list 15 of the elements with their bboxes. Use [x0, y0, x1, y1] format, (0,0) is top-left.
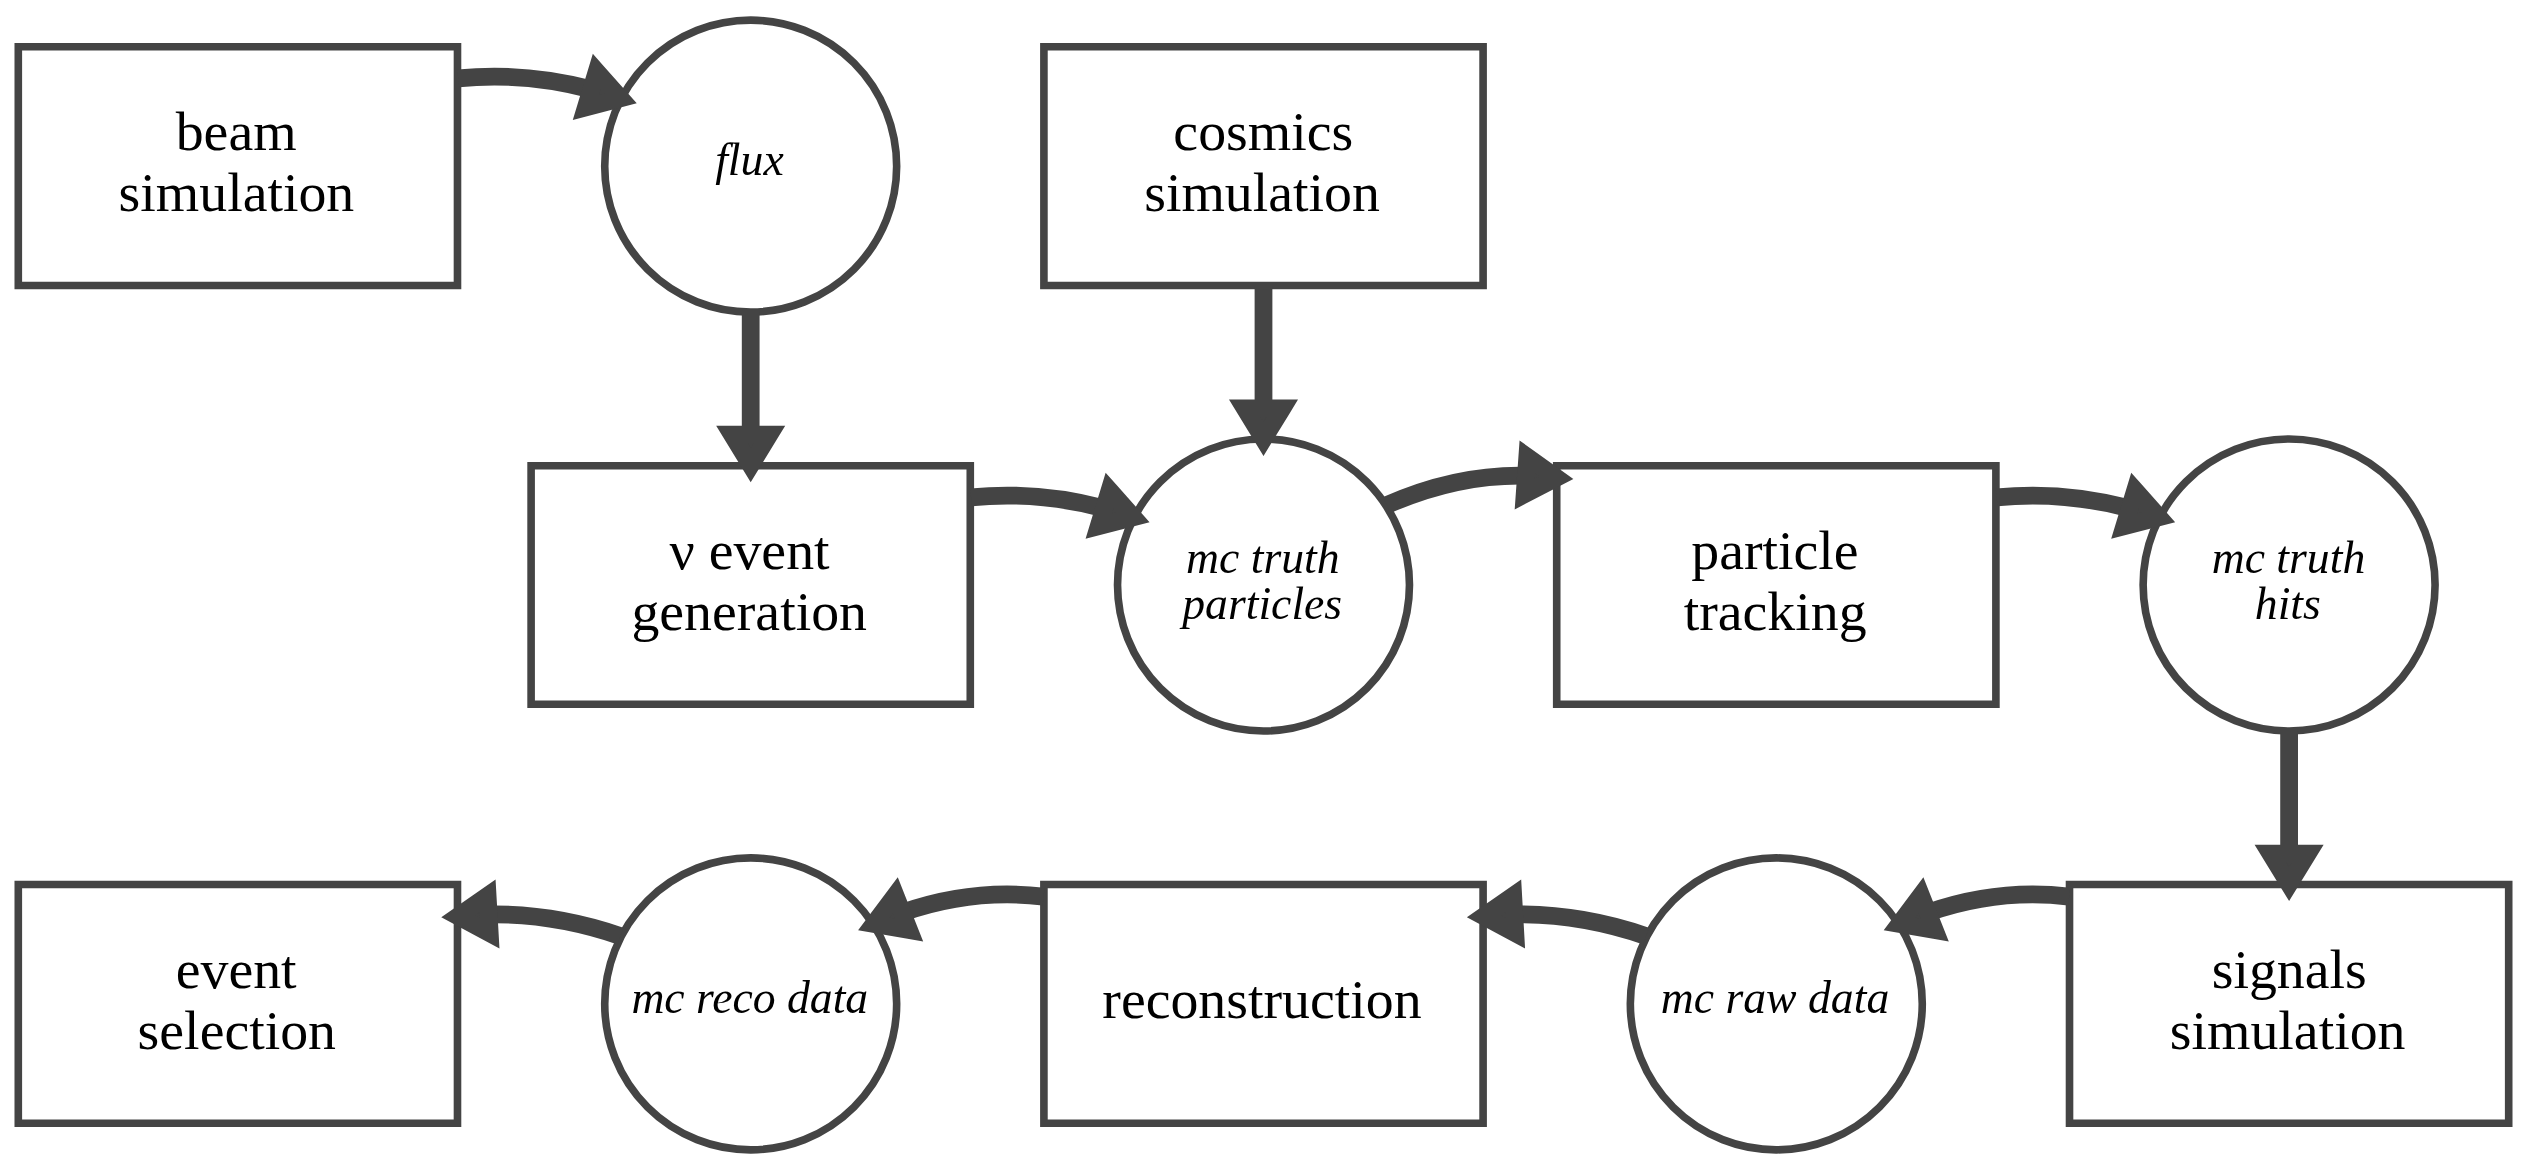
node-box: particle tracking: [1552, 461, 2000, 708]
node-box: beam simulation: [14, 42, 462, 289]
node-box: event selection: [14, 880, 462, 1127]
node-circle: mc truth particles: [1113, 434, 1414, 735]
node-box: reconstruction: [1040, 880, 1487, 1127]
node-circle: mc raw data: [1626, 853, 1927, 1154]
node-circle: mc truth hits: [2139, 434, 2439, 735]
arrow: [1466, 878, 1649, 948]
node-box: ν event generation: [527, 461, 975, 708]
node-box: cosmics simulation: [1040, 42, 1487, 289]
node-circle: flux: [600, 15, 901, 316]
node-box: signals simulation: [2065, 880, 2513, 1127]
node-circle: mc reco data: [600, 853, 901, 1154]
arrow: [441, 878, 624, 948]
arrow: [1383, 440, 1574, 513]
